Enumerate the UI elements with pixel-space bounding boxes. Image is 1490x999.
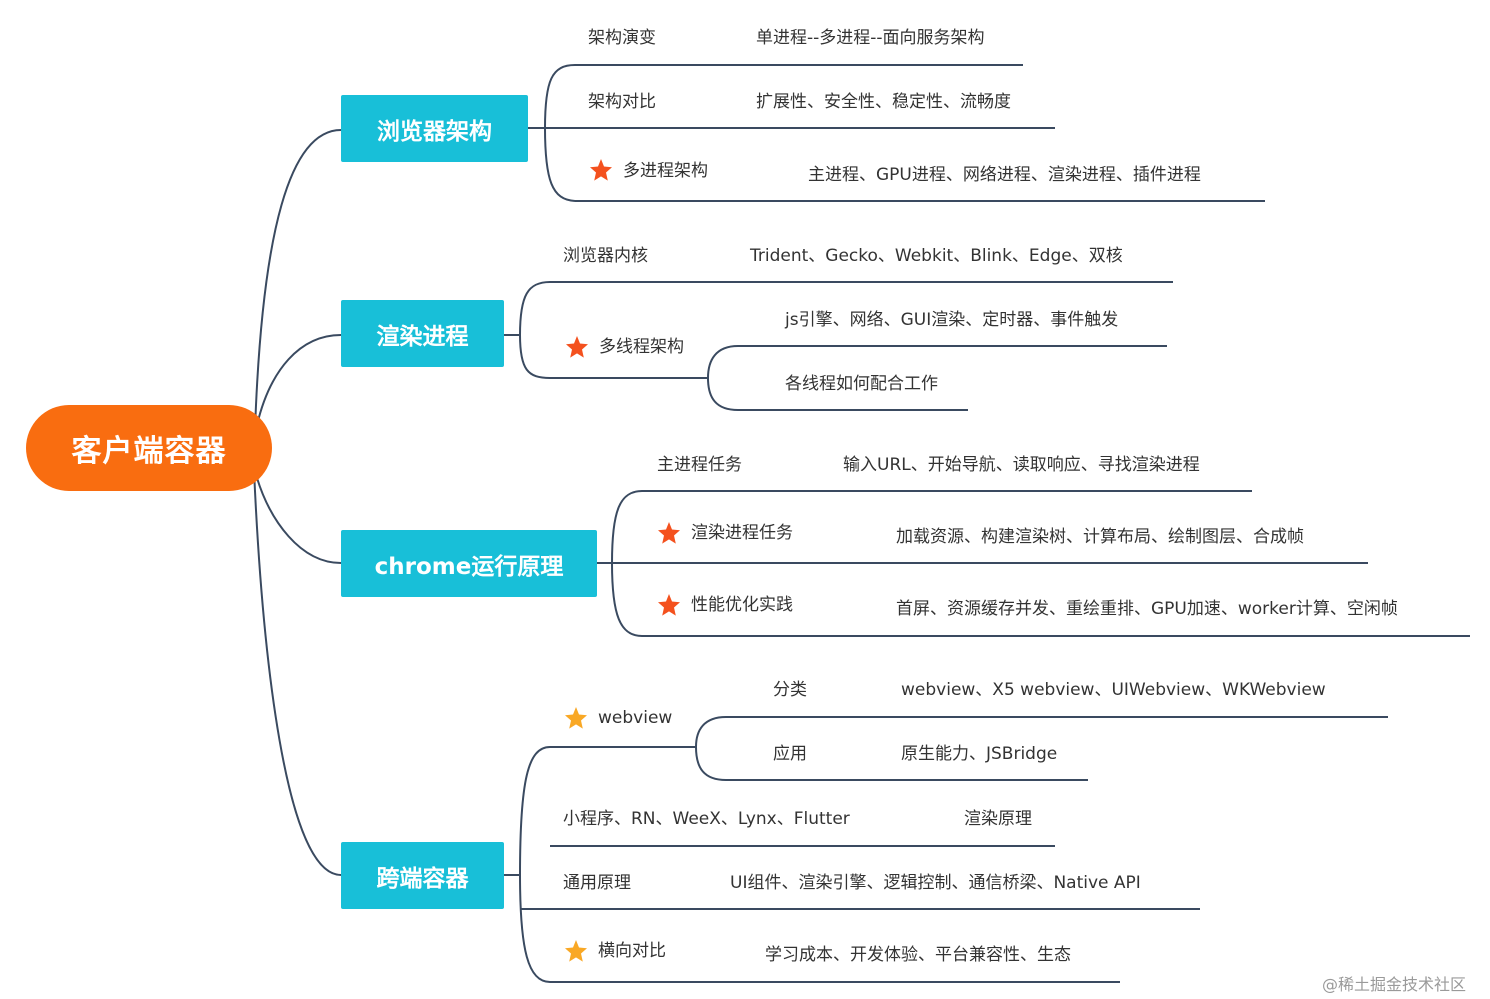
connector-root-cross (253, 469, 342, 876)
detail-mini-program: 渲染原理 (964, 809, 1032, 829)
detail-multi-process: 主进程、GPU进程、网络进程、渲染进程、插件进程 (808, 165, 1201, 185)
connector-root-arch (254, 129, 342, 431)
branch-render-process[interactable]: 渲染进程 (341, 300, 504, 367)
detail-multi-thread-1: js引擎、网络、GUI渲染、定时器、事件触发 (785, 310, 1119, 330)
detail-general: UI组件、渲染引擎、逻辑控制、通信桥梁、Native API (730, 873, 1141, 893)
topic-horizontal[interactable]: 横向对比 (598, 941, 666, 961)
detail-webview-app: 原生能力、JSBridge (901, 744, 1058, 764)
topic-general[interactable]: 通用原理 (563, 873, 631, 893)
topic-render-task[interactable]: 渲染进程任务 (691, 523, 793, 543)
footer-credit: @稀土掘金技术社区 (1322, 975, 1467, 994)
detail-arch-evolution: 单进程--多进程--面向服务架构 (756, 28, 985, 48)
connector-thread-bracket (706, 345, 739, 411)
detail-multi-thread-2: 各线程如何配合工作 (785, 374, 938, 394)
red-star-icon (590, 159, 612, 181)
topic-kernel[interactable]: 浏览器内核 (563, 246, 648, 266)
topic-main-task[interactable]: 主进程任务 (657, 455, 742, 475)
connector-arch-bracket (543, 64, 576, 202)
detail-webview-class: webview、X5 webview、UIWebview、WKWebview (901, 680, 1326, 700)
topic-webview-app[interactable]: 应用 (773, 744, 807, 764)
topic-perf[interactable]: 性能优化实践 (691, 595, 793, 615)
detail-horizontal: 学习成本、开发体验、平台兼容性、生态 (765, 945, 1071, 965)
branch-browser-architecture[interactable]: 浏览器架构 (341, 95, 528, 162)
connector-root-chrome (256, 477, 342, 564)
topic-multi-process[interactable]: 多进程架构 (623, 161, 708, 181)
branch-cross-container[interactable]: 跨端容器 (341, 842, 504, 909)
topic-mini-program[interactable]: 小程序、RN、WeeX、Lynx、Flutter (563, 809, 850, 829)
topic-arch-evolution[interactable]: 架构演变 (588, 28, 656, 48)
gold-star-icon (565, 707, 587, 729)
connector-webview-bracket (694, 716, 727, 781)
connector-render-bracket (518, 281, 551, 379)
branch-chrome-principle[interactable]: chrome运行原理 (341, 530, 597, 597)
topic-webview[interactable]: webview (598, 708, 673, 728)
gold-star-icon (565, 940, 587, 962)
detail-main-task: 输入URL、开始导航、读取响应、寻找渲染进程 (843, 455, 1200, 475)
detail-perf: 首屏、资源缓存并发、重绘重排、GPU加速、worker计算、空闲帧 (896, 599, 1398, 619)
topic-multi-thread[interactable]: 多线程架构 (599, 337, 684, 357)
connector-cross-bracket (518, 746, 551, 983)
detail-kernel: Trident、Gecko、Webkit、Blink、Edge、双核 (750, 246, 1123, 266)
topic-arch-compare[interactable]: 架构对比 (588, 92, 656, 112)
red-star-icon (658, 594, 680, 616)
red-star-icon (566, 336, 588, 358)
topic-webview-class[interactable]: 分类 (773, 680, 807, 700)
detail-render-task: 加载资源、构建渲染树、计算布局、绘制图层、合成帧 (896, 527, 1304, 547)
red-star-icon (658, 522, 680, 544)
connector-root-render (256, 334, 342, 426)
detail-arch-compare: 扩展性、安全性、稳定性、流畅度 (756, 92, 1011, 112)
root-node[interactable]: 客户端容器 (26, 405, 272, 491)
